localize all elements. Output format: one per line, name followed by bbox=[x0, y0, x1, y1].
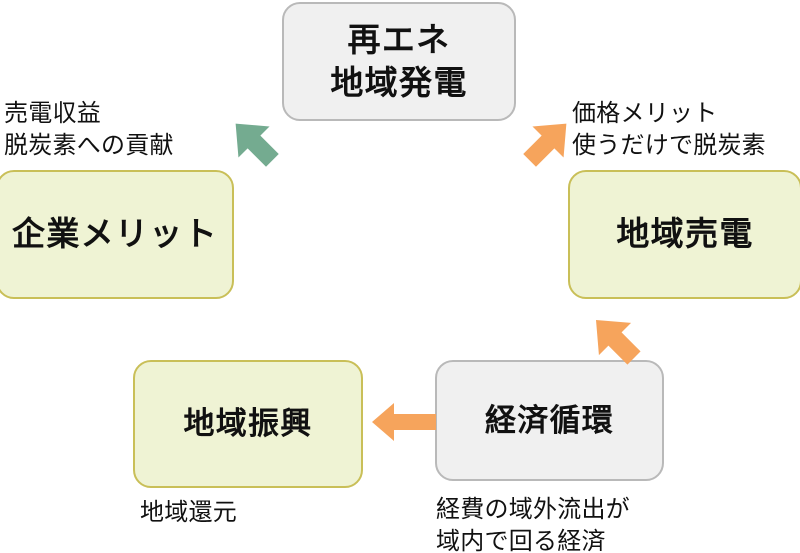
arrow-left-icon-economic-cycle-to-promotion bbox=[370, 401, 438, 443]
node-regional-sale[interactable]: 地域売電 bbox=[568, 170, 800, 299]
caption-regional-sale: 価格メリット 使うだけで脱炭素 bbox=[572, 100, 766, 159]
node-renewable-generation[interactable]: 再エネ 地域発電 bbox=[282, 2, 516, 121]
caption-economic-cycle: 経費の域外流出が 域内で回る経済 bbox=[436, 496, 630, 553]
node-regional-promotion[interactable]: 地域振興 bbox=[133, 360, 363, 488]
caption-corporate-merit: 売電収益 脱炭素への貢献 bbox=[4, 100, 174, 159]
node-economic-cycle[interactable]: 経済循環 bbox=[435, 360, 664, 481]
caption-regional-promotion: 地域還元 bbox=[140, 499, 237, 526]
arrow-down-left-icon-generation-to-corporate bbox=[224, 112, 284, 172]
arrow-down-left-icon-sale-to-economic-cycle bbox=[584, 308, 646, 370]
arrow-down-right-icon-generation-to-sale bbox=[518, 112, 578, 172]
node-corporate-merit[interactable]: 企業メリット bbox=[0, 170, 234, 299]
